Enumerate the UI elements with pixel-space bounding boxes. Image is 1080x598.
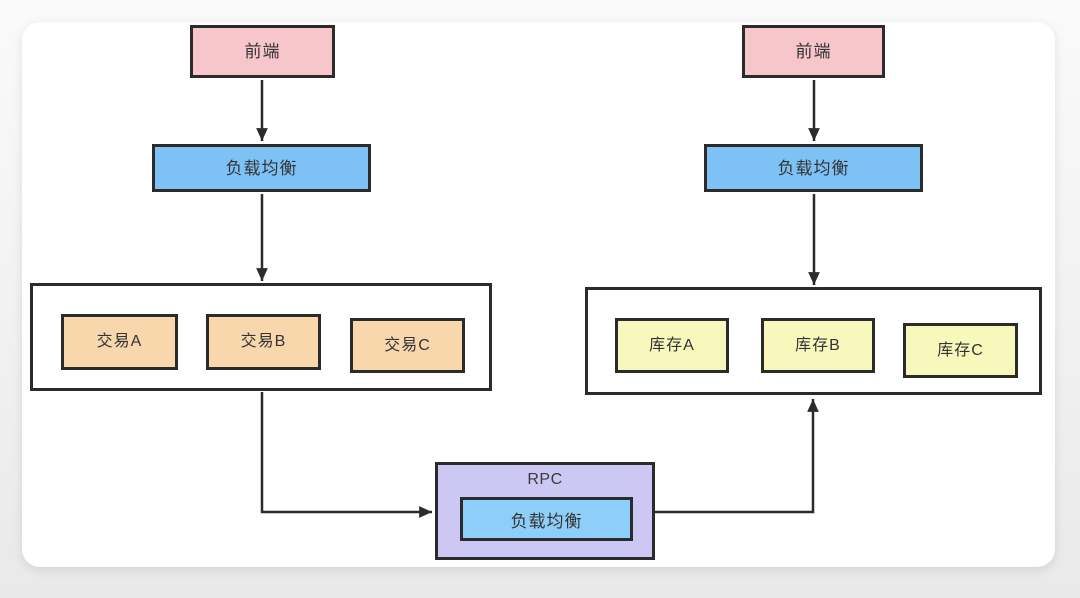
transaction-service-cluster: 交易A 交易B 交易C	[30, 283, 492, 391]
rpc-load-balancer-node: 负载均衡	[460, 497, 633, 541]
inventory-service-c-node: 库存C	[903, 323, 1018, 378]
left-frontend-node: 前端	[190, 25, 335, 78]
arrow-rpc-to-right-cluster	[655, 399, 819, 514]
inventory-service-b-node: 库存B	[761, 318, 875, 373]
left-load-balancer-node: 负载均衡	[152, 144, 371, 192]
right-load-balancer-node: 负载均衡	[704, 144, 923, 192]
transaction-service-a-node: 交易A	[61, 314, 178, 370]
rpc-group-node: RPC 负载均衡	[435, 462, 655, 560]
inventory-service-a-node: 库存A	[615, 318, 729, 373]
transaction-service-c-node: 交易C	[350, 318, 465, 373]
arrow-left-cluster-to-rpc	[260, 392, 432, 518]
rpc-group-title: RPC	[527, 471, 563, 488]
transaction-service-b-node: 交易B	[206, 314, 321, 370]
right-frontend-node: 前端	[742, 25, 885, 78]
inventory-service-cluster: 库存A 库存B 库存C	[585, 287, 1042, 395]
